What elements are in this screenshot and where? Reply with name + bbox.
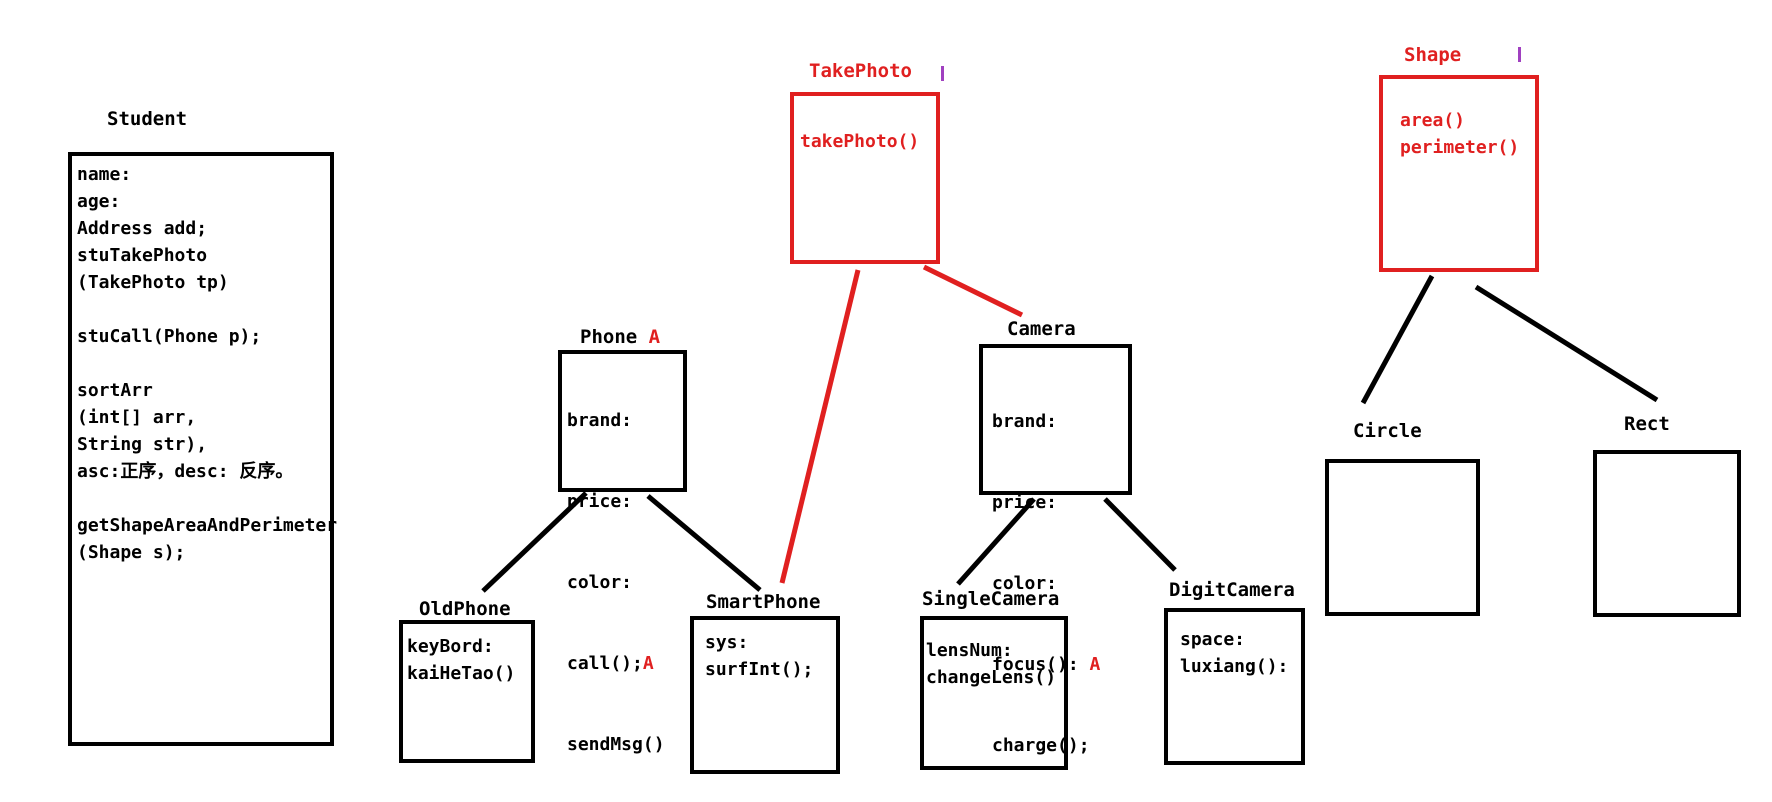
student-member: asc:正序，desc: 反序。 [77,461,294,482]
student-member: age: [77,191,121,212]
takephoto-members: takePhoto() [800,128,919,155]
student-member [77,296,337,323]
student-member: name: [77,164,132,185]
digitcamera-members: space: luxiang(): [1180,626,1288,680]
shape-cursor-mark [1518,47,1521,62]
phone-call-text: call(); [567,653,643,674]
shape-member: perimeter() [1400,137,1520,158]
phone-title-text: Phone [580,326,638,348]
digitcamera-class-box [1164,608,1305,765]
camera-member: brand: [992,411,1058,432]
connector-takephoto-camera [922,264,1024,318]
connector-camera-digitcamera [1103,497,1177,572]
circle-title: Circle [1353,420,1422,442]
camera-member: price: [992,492,1058,513]
connector-phone-smartphone [646,494,762,592]
connector-takephoto-smartphone [779,269,861,584]
student-member: Address add; [77,218,208,239]
digitcamera-title: DigitCamera [1169,579,1295,601]
oldphone-members: keyBord: kaiHeTao() [407,633,515,687]
shape-title: Shape [1404,44,1462,66]
phone-members: brand: price: color: call();A sendMsg() [567,353,665,802]
smartphone-class-box [690,616,840,774]
phone-member: color: [567,572,633,593]
circle-class-box [1325,459,1480,616]
camera-focus-text: focus(): [992,654,1079,675]
digit-camera-member: space: [1180,629,1246,650]
camera-focus-abstract-mark: A [1089,654,1101,675]
connector-camera-singlecamera [956,497,1036,586]
singlecamera-members: lensNum: changeLens() [926,637,1056,691]
student-member [77,350,337,377]
single-camera-member: lensNum: [926,640,1013,661]
oldphone-title: OldPhone [419,598,511,620]
student-title: Student [107,108,188,130]
oldphone-class-box [399,620,535,763]
digit-camera-member: luxiang(): [1180,656,1289,677]
connector-shape-circle [1360,274,1435,405]
old-phone-member: keyBord: [407,636,494,657]
camera-title: Camera [1007,318,1076,340]
phone-member: sendMsg() [567,734,665,755]
student-member [77,485,337,512]
smart-phone-member: sys: [705,632,749,653]
camera-member: color: [992,573,1058,594]
takephoto-cursor-mark [941,66,944,81]
shape-class-box [1379,75,1539,272]
student-member: sortArr [77,380,153,401]
phone-abstract-mark: A [648,326,661,348]
takephoto-title: TakePhoto [809,60,912,82]
student-member: (TakePhoto tp) [77,272,229,293]
rect-class-box [1593,450,1741,617]
student-class-box [68,152,334,746]
connector-shape-rect [1474,284,1659,403]
singlecamera-title: SingleCamera [922,588,1060,610]
phone-member: price: [567,491,633,512]
student-member: String str), [77,434,208,455]
take-photo-member: takePhoto() [800,131,920,152]
shape-member: area() [1400,110,1466,131]
smartphone-title: SmartPhone [706,591,821,613]
phone-class-box [558,350,687,492]
single-camera-member: changeLens() [926,667,1057,688]
smartphone-members: sys: surfInt(); [705,629,813,683]
student-member: (Shape s); [77,542,186,563]
camera-member-focus: focus(): A [992,651,1100,678]
phone-call-abstract-mark: A [642,653,654,674]
camera-members: brand: price: color: focus(): A charge()… [992,354,1100,802]
student-member: (int[] arr, [77,407,197,428]
phone-member-call: call();A [567,650,665,677]
phone-title: Phone A [580,328,660,347]
takephoto-interface-box [790,92,940,264]
student-member: getShapeAreaAndPerimeter [77,515,338,536]
phone-member: brand: [567,410,633,431]
old-phone-member: kaiHeTao() [407,663,516,684]
connector-phone-oldphone [481,491,588,593]
camera-class-box [979,344,1132,495]
rect-title: Rect [1624,413,1670,435]
student-members: name: age: Address add; stuTakePhoto (TakePh… [77,161,337,566]
student-member: stuTakePhoto [77,245,208,266]
shape-members: area() perimeter() [1400,107,1519,161]
smart-phone-member: surfInt(); [705,659,814,680]
student-member: stuCall(Phone p); [77,326,262,347]
singlecamera-class-box [920,616,1068,770]
